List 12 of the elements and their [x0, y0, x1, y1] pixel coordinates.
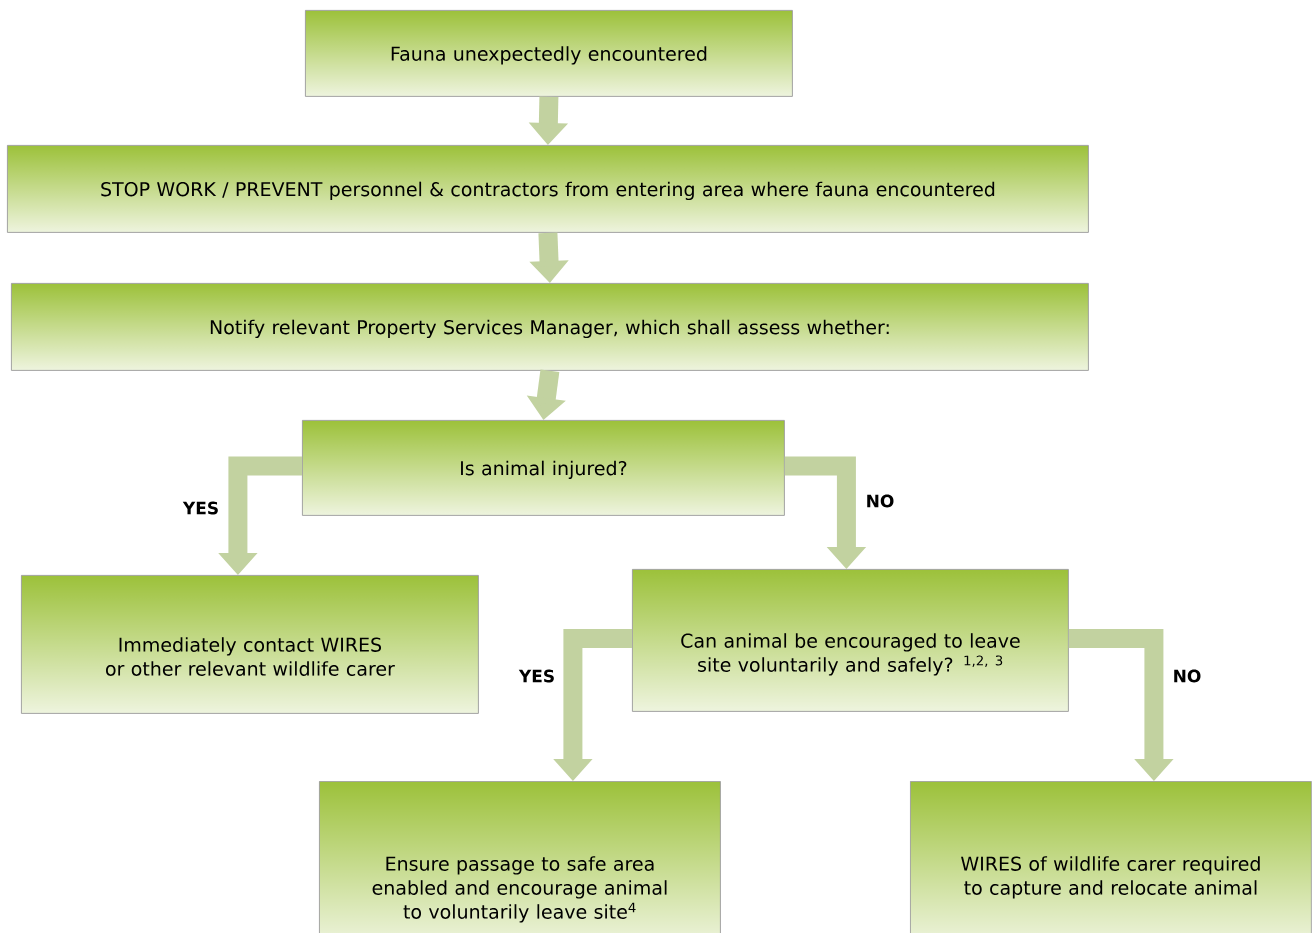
process-box: STOP WORK / PREVENT personnel & contractors from entering area where fauna encountered: [7, 145, 1089, 233]
edge-label: YES: [180, 499, 222, 517]
decision-box: Is animal injured?: [302, 420, 785, 516]
process-box: Ensure passage to safe area enabled and encourage animal to voluntarily leave site$^{4}$: [319, 781, 721, 933]
process-box: Immediately contact WIRES or other relevant wildlife carer: [21, 575, 479, 714]
process-box: Fauna unexpectedly encountered: [305, 10, 793, 97]
process-box: Notify relevant Property Services Manager, which shall assess whether:: [11, 283, 1089, 371]
decision-box: Can animal be encouraged to leave site voluntarily and safely? $^{1,2, 3}$: [632, 569, 1069, 712]
edge-label: NO: [1170, 667, 1204, 685]
edge-label: NO: [863, 492, 897, 510]
process-box: WIRES of wildlife carer required to capture and relocate animal: [910, 781, 1312, 933]
edge-label: YES: [516, 667, 558, 685]
